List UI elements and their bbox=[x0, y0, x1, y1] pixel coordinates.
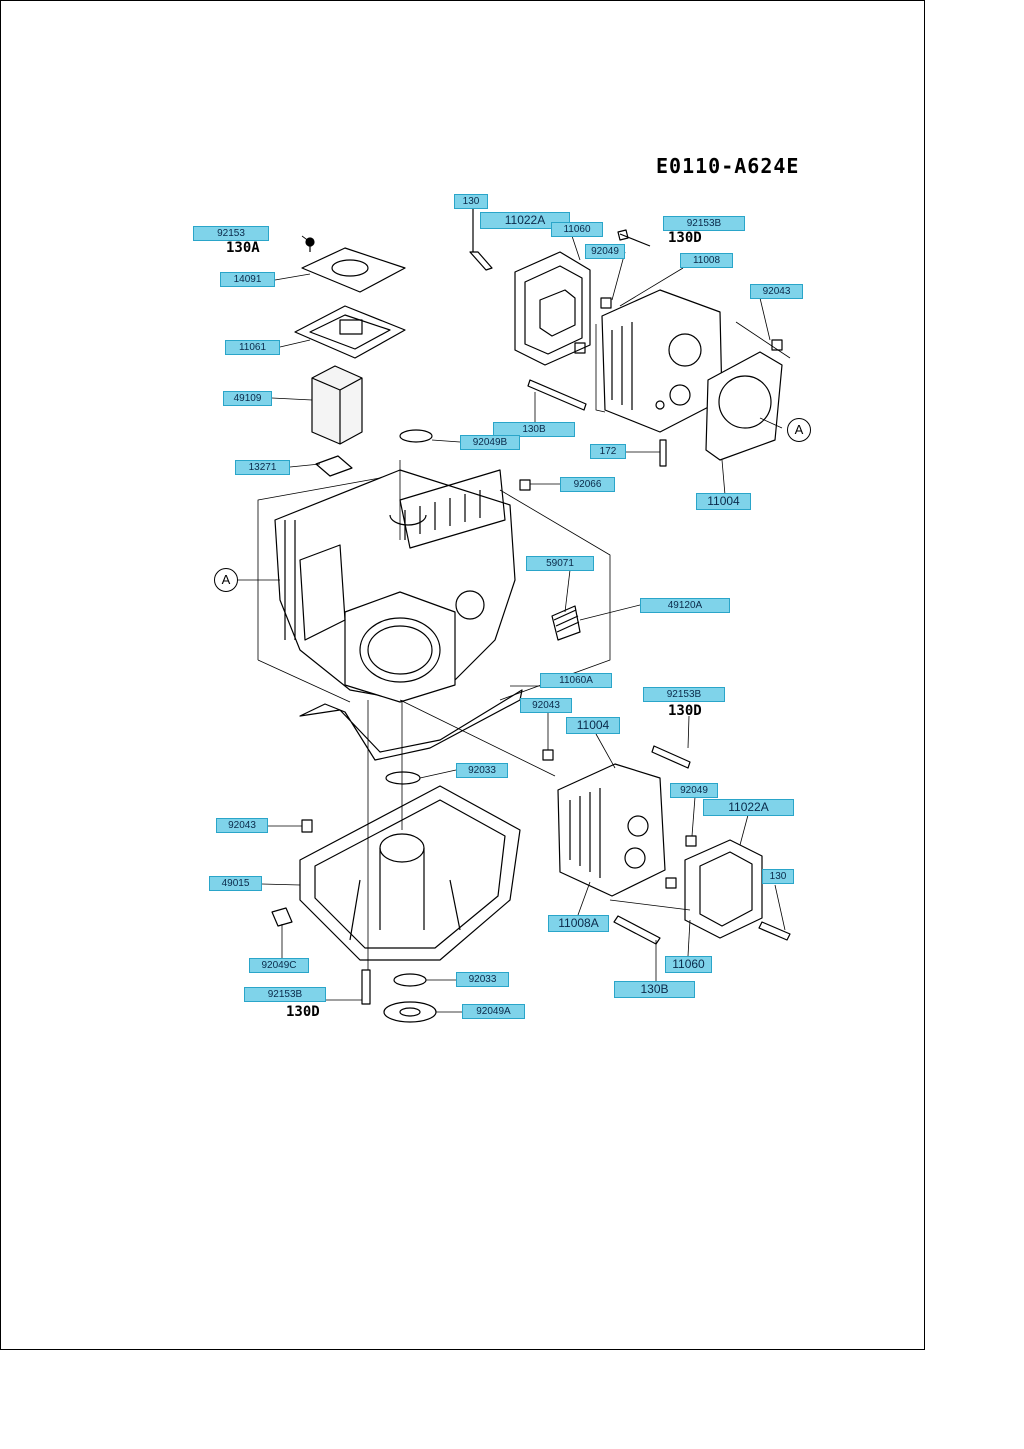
part-tag-11060-top[interactable]: 11060 bbox=[551, 222, 603, 237]
part-tag-49120a[interactable]: 49120A bbox=[640, 598, 730, 613]
part-tag-11008[interactable]: 11008 bbox=[680, 253, 733, 268]
part-tag-92049c[interactable]: 92049C bbox=[249, 958, 309, 973]
upper-head-cover-drawing bbox=[514, 251, 591, 366]
part-tag-92049a[interactable]: 92049A bbox=[462, 1004, 525, 1019]
part-tag-49109[interactable]: 49109 bbox=[223, 391, 272, 406]
part-tag-130-top[interactable]: 130 bbox=[454, 194, 488, 209]
part-tag-11060-mid[interactable]: 11060 bbox=[665, 956, 712, 973]
lower-cylinder-head-drawing bbox=[557, 763, 666, 897]
part-tag-92153b-mid[interactable]: 92153B bbox=[643, 687, 725, 702]
upper-cylinder-head-drawing bbox=[601, 289, 723, 433]
part-tag-130b-top[interactable]: 130B bbox=[493, 422, 575, 437]
seal-plate-drawing bbox=[315, 455, 353, 477]
part-tag-59071[interactable]: 59071 bbox=[526, 556, 594, 571]
part-tag-92066[interactable]: 92066 bbox=[560, 477, 615, 492]
part-tag-92049-top[interactable]: 92049 bbox=[585, 244, 625, 259]
crankcase-gasket-drawing bbox=[299, 689, 523, 761]
crankcase-cover-drawing bbox=[299, 785, 521, 961]
ref-code-130d-mid: 130D bbox=[668, 703, 702, 719]
part-tag-92153b-top[interactable]: 92153B bbox=[663, 216, 745, 231]
ref-code-130d-top: 130D bbox=[668, 230, 702, 246]
part-tag-92043-mid[interactable]: 92043 bbox=[520, 698, 572, 713]
part-tag-14091[interactable]: 14091 bbox=[220, 272, 275, 287]
part-tag-11004-top[interactable]: 11004 bbox=[696, 493, 751, 510]
part-tag-92049b[interactable]: 92049B bbox=[460, 435, 520, 450]
part-tag-92049-mid[interactable]: 92049 bbox=[670, 783, 718, 798]
part-tag-11022a-mid[interactable]: 11022A bbox=[703, 799, 794, 816]
part-tag-92033-top[interactable]: 92033 bbox=[456, 763, 508, 778]
part-tag-13271[interactable]: 13271 bbox=[235, 460, 290, 475]
part-tag-130b-bottom[interactable]: 130B bbox=[614, 981, 695, 998]
part-tag-172[interactable]: 172 bbox=[590, 444, 626, 459]
part-tag-11004-mid[interactable]: 11004 bbox=[566, 717, 620, 734]
diagram-code: E0110-A624E bbox=[656, 154, 800, 178]
part-tag-11061[interactable]: 11061 bbox=[225, 340, 280, 355]
part-tag-92153b-bottom[interactable]: 92153B bbox=[244, 987, 326, 1002]
upper-head-gasket-drawing bbox=[705, 351, 783, 461]
callout-a-right: A bbox=[787, 418, 811, 442]
cover-plate-drawing bbox=[301, 237, 406, 293]
part-tag-92033-bottom[interactable]: 92033 bbox=[456, 972, 509, 987]
callout-a-left: A bbox=[214, 568, 238, 592]
ref-code-130a: 130A bbox=[226, 240, 260, 256]
page-frame bbox=[0, 0, 925, 1350]
part-tag-11060a[interactable]: 11060A bbox=[540, 673, 612, 688]
part-tag-92153[interactable]: 92153 bbox=[193, 226, 269, 241]
crankcase-drawing bbox=[274, 469, 581, 703]
part-tag-92043-left[interactable]: 92043 bbox=[216, 818, 268, 833]
part-tag-11008a[interactable]: 11008A bbox=[548, 915, 609, 932]
part-tag-130-mid[interactable]: 130 bbox=[762, 869, 794, 884]
lower-head-cover-drawing bbox=[684, 839, 763, 939]
part-tag-49015[interactable]: 49015 bbox=[209, 876, 262, 891]
ref-code-130d-bottom: 130D bbox=[286, 1004, 320, 1020]
gasket-drawing bbox=[294, 305, 406, 359]
part-tag-11022a-top[interactable]: 11022A bbox=[480, 212, 570, 229]
part-tag-92043-top[interactable]: 92043 bbox=[750, 284, 803, 299]
element-filter-drawing bbox=[311, 365, 363, 445]
